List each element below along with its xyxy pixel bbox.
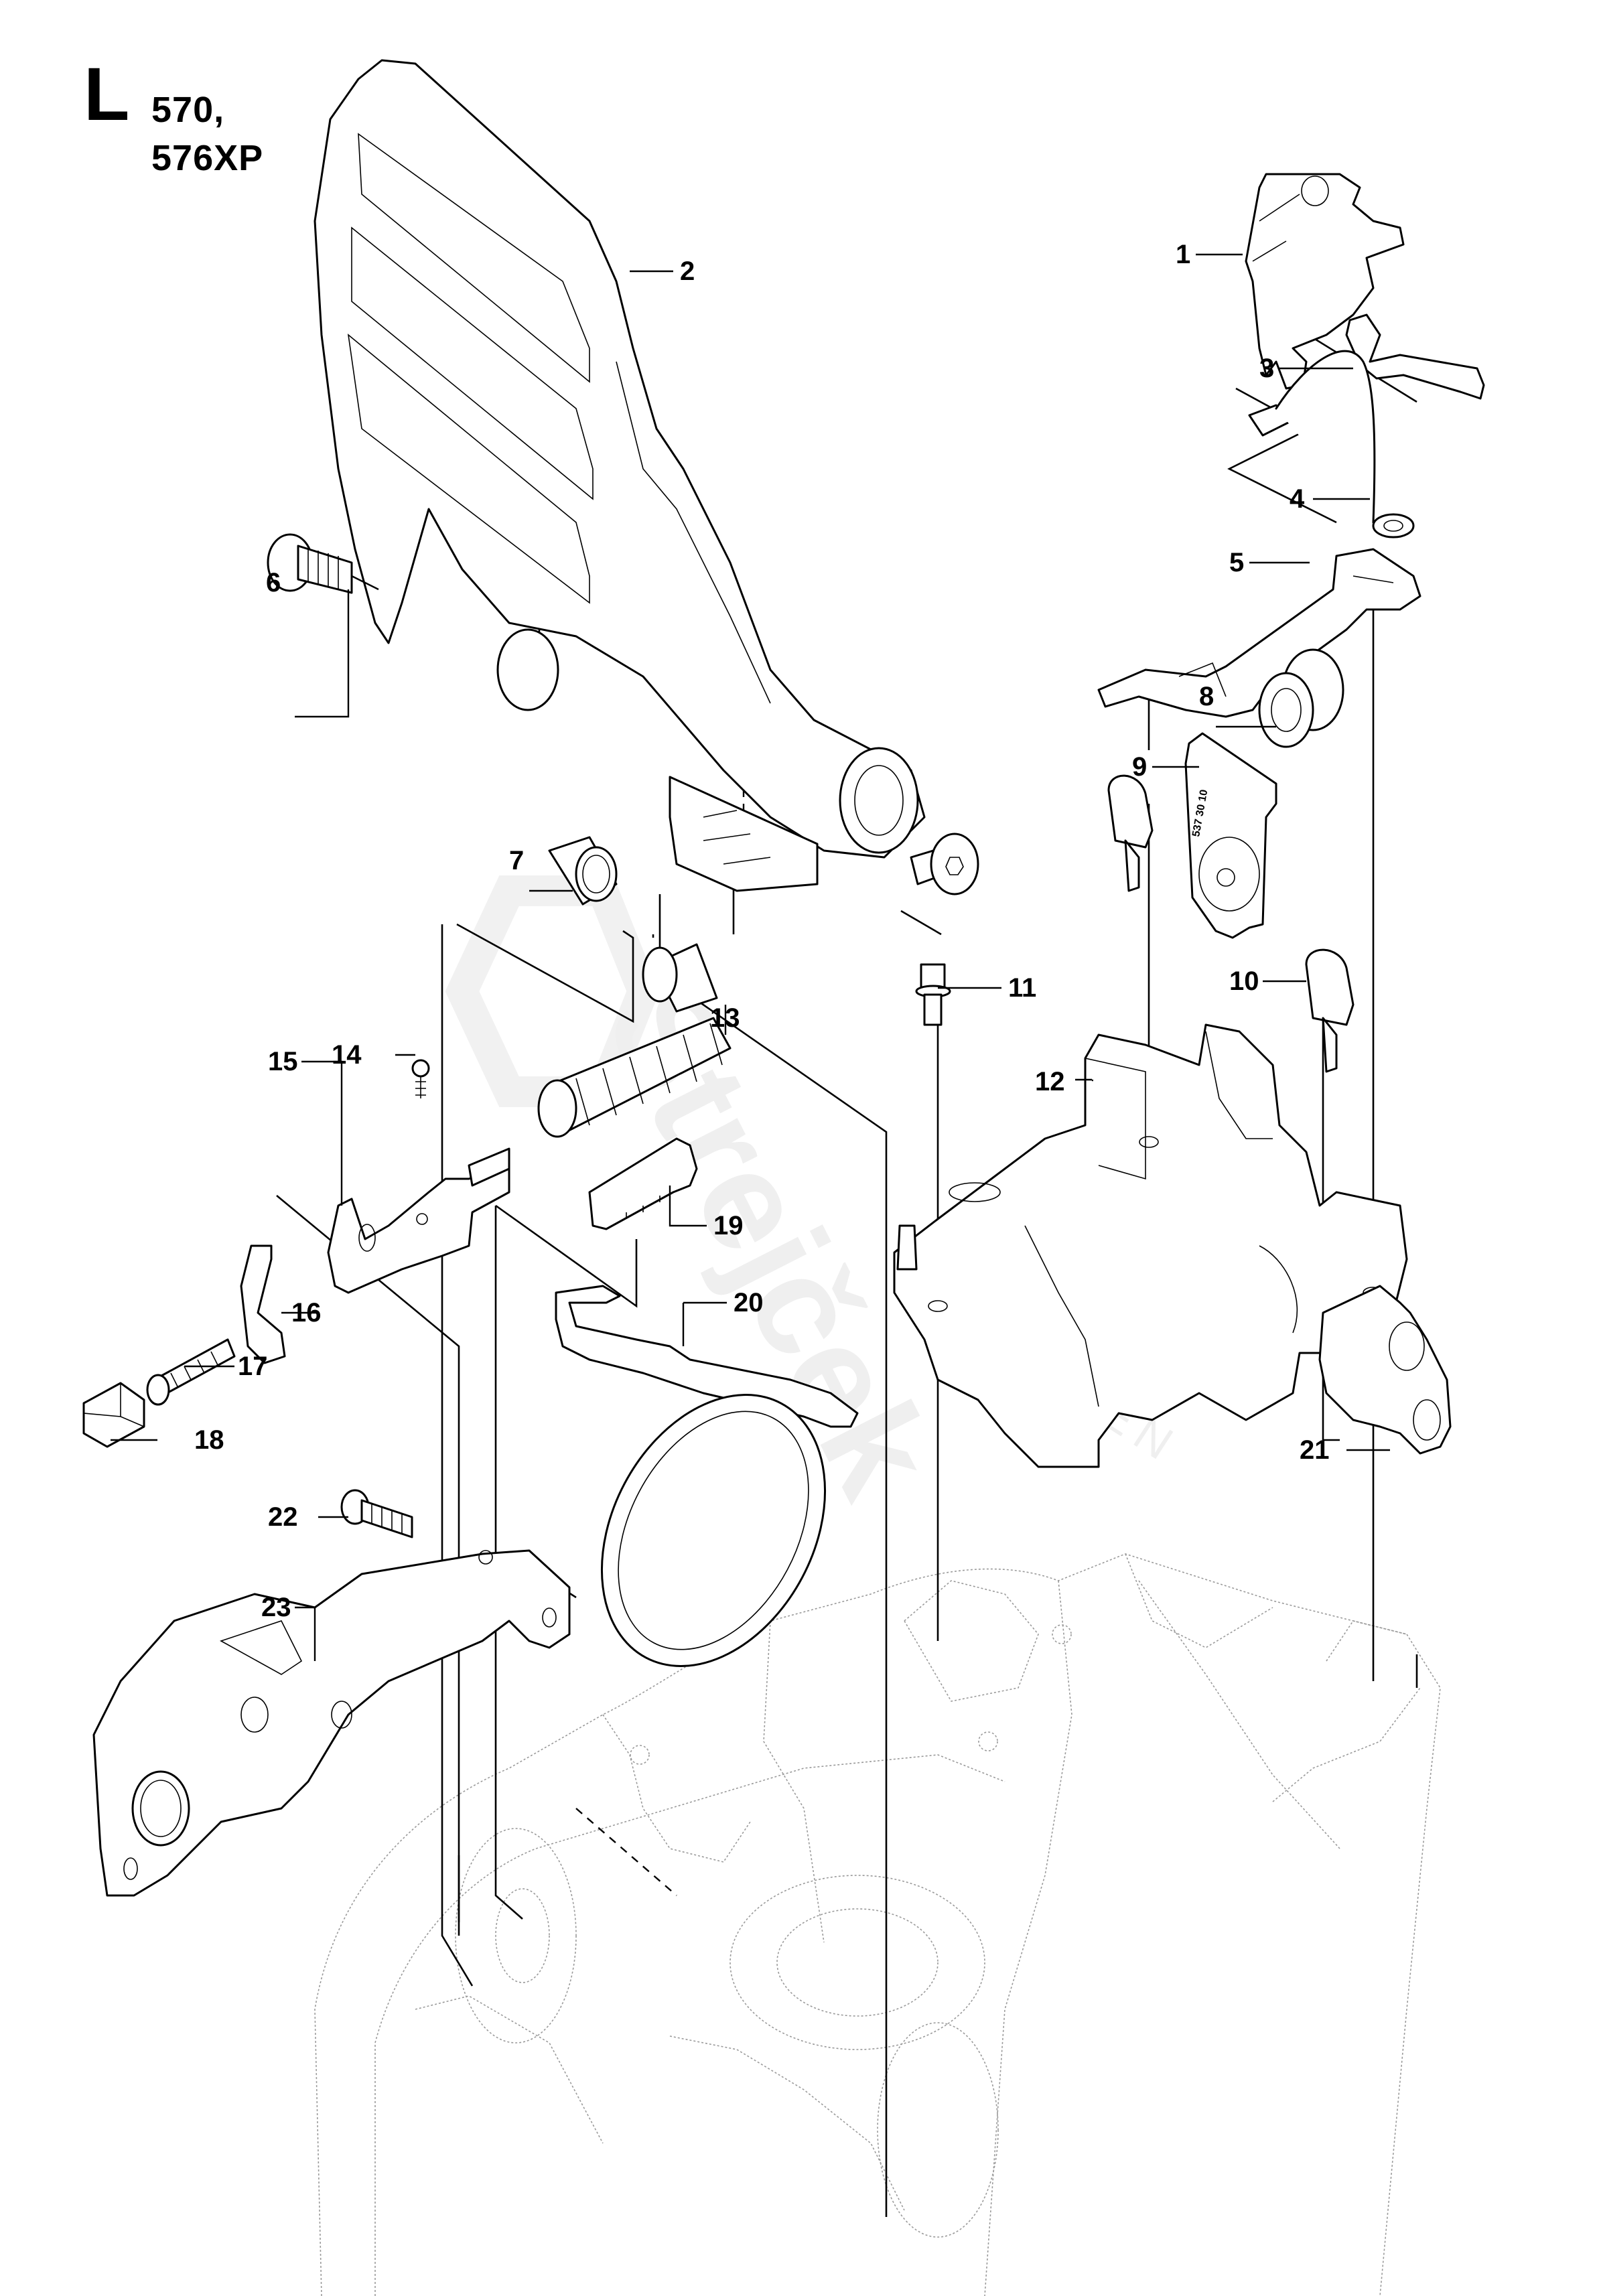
callout-5: 5 [1229,548,1245,577]
part-11-bolt [915,963,951,1026]
part-6-screw [267,533,379,594]
part-13-spring [537,1017,732,1138]
callout-2: 2 [680,257,695,286]
callout-14: 14 [332,1040,362,1070]
part-2-hand-guard [314,59,926,892]
callout-20: 20 [734,1288,764,1317]
callout-6: 6 [266,568,281,597]
callout-21: 21 [1300,1435,1330,1465]
model-line-2: 576XP [151,138,264,178]
callout-1: 1 [1176,240,1191,269]
part-1-lever [1245,173,1405,390]
callout-22: 22 [268,1502,298,1532]
model-numbers: 570, 576XP [151,86,263,182]
part-22-screw [340,1489,413,1538]
part-21-intake-boot [1318,1285,1452,1455]
callout-13: 13 [710,1003,740,1033]
callout-7: 7 [509,846,525,875]
part-9-cover-plate: 537 30 10 [1184,732,1277,939]
leader-lines [111,253,1390,1661]
callout-23: 23 [261,1593,291,1622]
callout-15: 15 [268,1047,298,1076]
callout-16: 16 [291,1298,322,1328]
flange-screw [910,833,979,895]
callout-11: 11 [1008,973,1037,1003]
part-4-cable [1248,350,1415,539]
part-17-spring [146,1338,236,1406]
callout-3: 3 [1259,354,1275,383]
callout-9: 9 [1132,752,1148,782]
callout-10: 10 [1229,966,1259,996]
callout-18: 18 [194,1425,224,1455]
part-14-screw [411,1059,430,1098]
callout-19: 19 [713,1211,744,1240]
callout-4: 4 [1290,484,1305,514]
part-16-arm [240,1244,286,1364]
part-19-shield [588,1137,698,1230]
part-20-brake-band [555,1285,859,1667]
callout-8: 8 [1199,682,1214,711]
section-letter: L [84,52,130,136]
part-15-lever-assembly [327,1147,510,1294]
part-5-trigger [1097,548,1421,718]
callout-17: 17 [238,1352,268,1381]
part-23-side-cover [92,1549,571,1897]
part-12-intake-housing [893,1023,1408,1468]
model-line-1: 570, [151,90,225,130]
assembly-guide-lines [276,303,1418,2217]
callout-12: 12 [1035,1067,1065,1096]
part-7-bushings [548,836,718,1013]
part-18-damper [82,1382,145,1448]
part-10-hose-clip [1305,948,1355,1073]
part-8-grommet [1258,648,1344,748]
crankcase-ghost [314,1553,1441,2296]
hose-clip [1107,774,1154,892]
